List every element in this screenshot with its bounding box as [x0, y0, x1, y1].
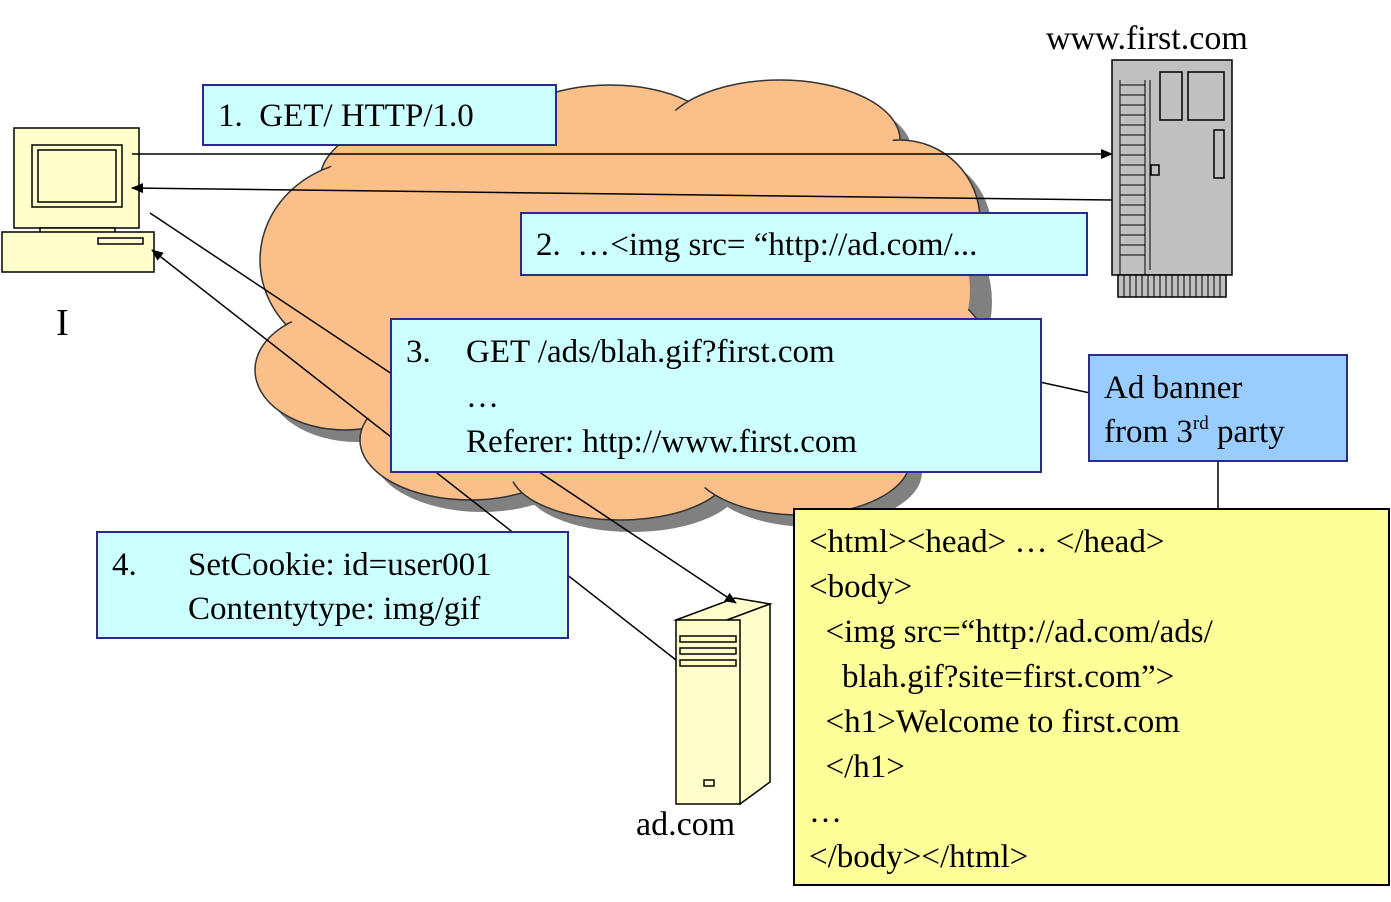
step3-box: 3. GET /ads/blah.gif?first.com … Referer…	[390, 318, 1042, 473]
ad-server-label: ad.com	[636, 806, 736, 843]
step1-text: GET/ HTTP/1.0	[259, 98, 474, 134]
ad-server-icon	[673, 597, 773, 806]
step2-text: …<img src= “http://ad.com/...	[577, 227, 978, 263]
step2-box: 2. …<img src= “http://ad.com/...	[520, 212, 1088, 276]
code-line: <body>	[809, 569, 913, 605]
code-line: <img src=“http://ad.com/ads/	[809, 614, 1213, 650]
step3-line3: Referer: http://www.first.com	[466, 424, 858, 460]
step3-number: 3.	[406, 334, 431, 370]
code-line: </h1>	[809, 749, 905, 785]
code-line: <h1>Welcome to first.com	[809, 704, 1180, 740]
ad-banner-superscript: rd	[1192, 413, 1209, 434]
user-computer-icon	[1, 127, 155, 273]
code-line: blah.gif?site=first.com”>	[809, 659, 1175, 695]
step3-line1: GET /ads/blah.gif?first.com	[466, 334, 835, 370]
step1-box: 1. GET/ HTTP/1.0	[202, 84, 557, 146]
code-line: <html><head> … </head>	[809, 524, 1165, 560]
step2-number: 2.	[536, 227, 561, 263]
ad-banner-box: Ad banner from 3rd party	[1088, 354, 1348, 462]
step4-line1: SetCookie: id=user001	[188, 547, 492, 583]
ad-banner-line2: from 3rd party	[1104, 413, 1285, 450]
code-line: …	[809, 794, 842, 830]
step1-number: 1.	[218, 98, 243, 134]
arrow-step2	[131, 183, 1113, 201]
web-server-icon	[1111, 59, 1233, 298]
html-code-box: <html><head> … </head> <body> <img src=“…	[793, 508, 1390, 886]
ad-banner-line1: Ad banner	[1104, 370, 1243, 406]
step4-box: 4. SetCookie: id=user001 Contentytype: i…	[96, 531, 569, 639]
step4-line2: Contentytype: img/gif	[188, 591, 481, 627]
user-label: I	[56, 302, 69, 344]
step4-number: 4.	[112, 547, 137, 583]
code-line: </body></html>	[809, 839, 1029, 875]
first-server-label: www.first.com	[1046, 20, 1248, 57]
step3-line2: …	[466, 379, 499, 415]
